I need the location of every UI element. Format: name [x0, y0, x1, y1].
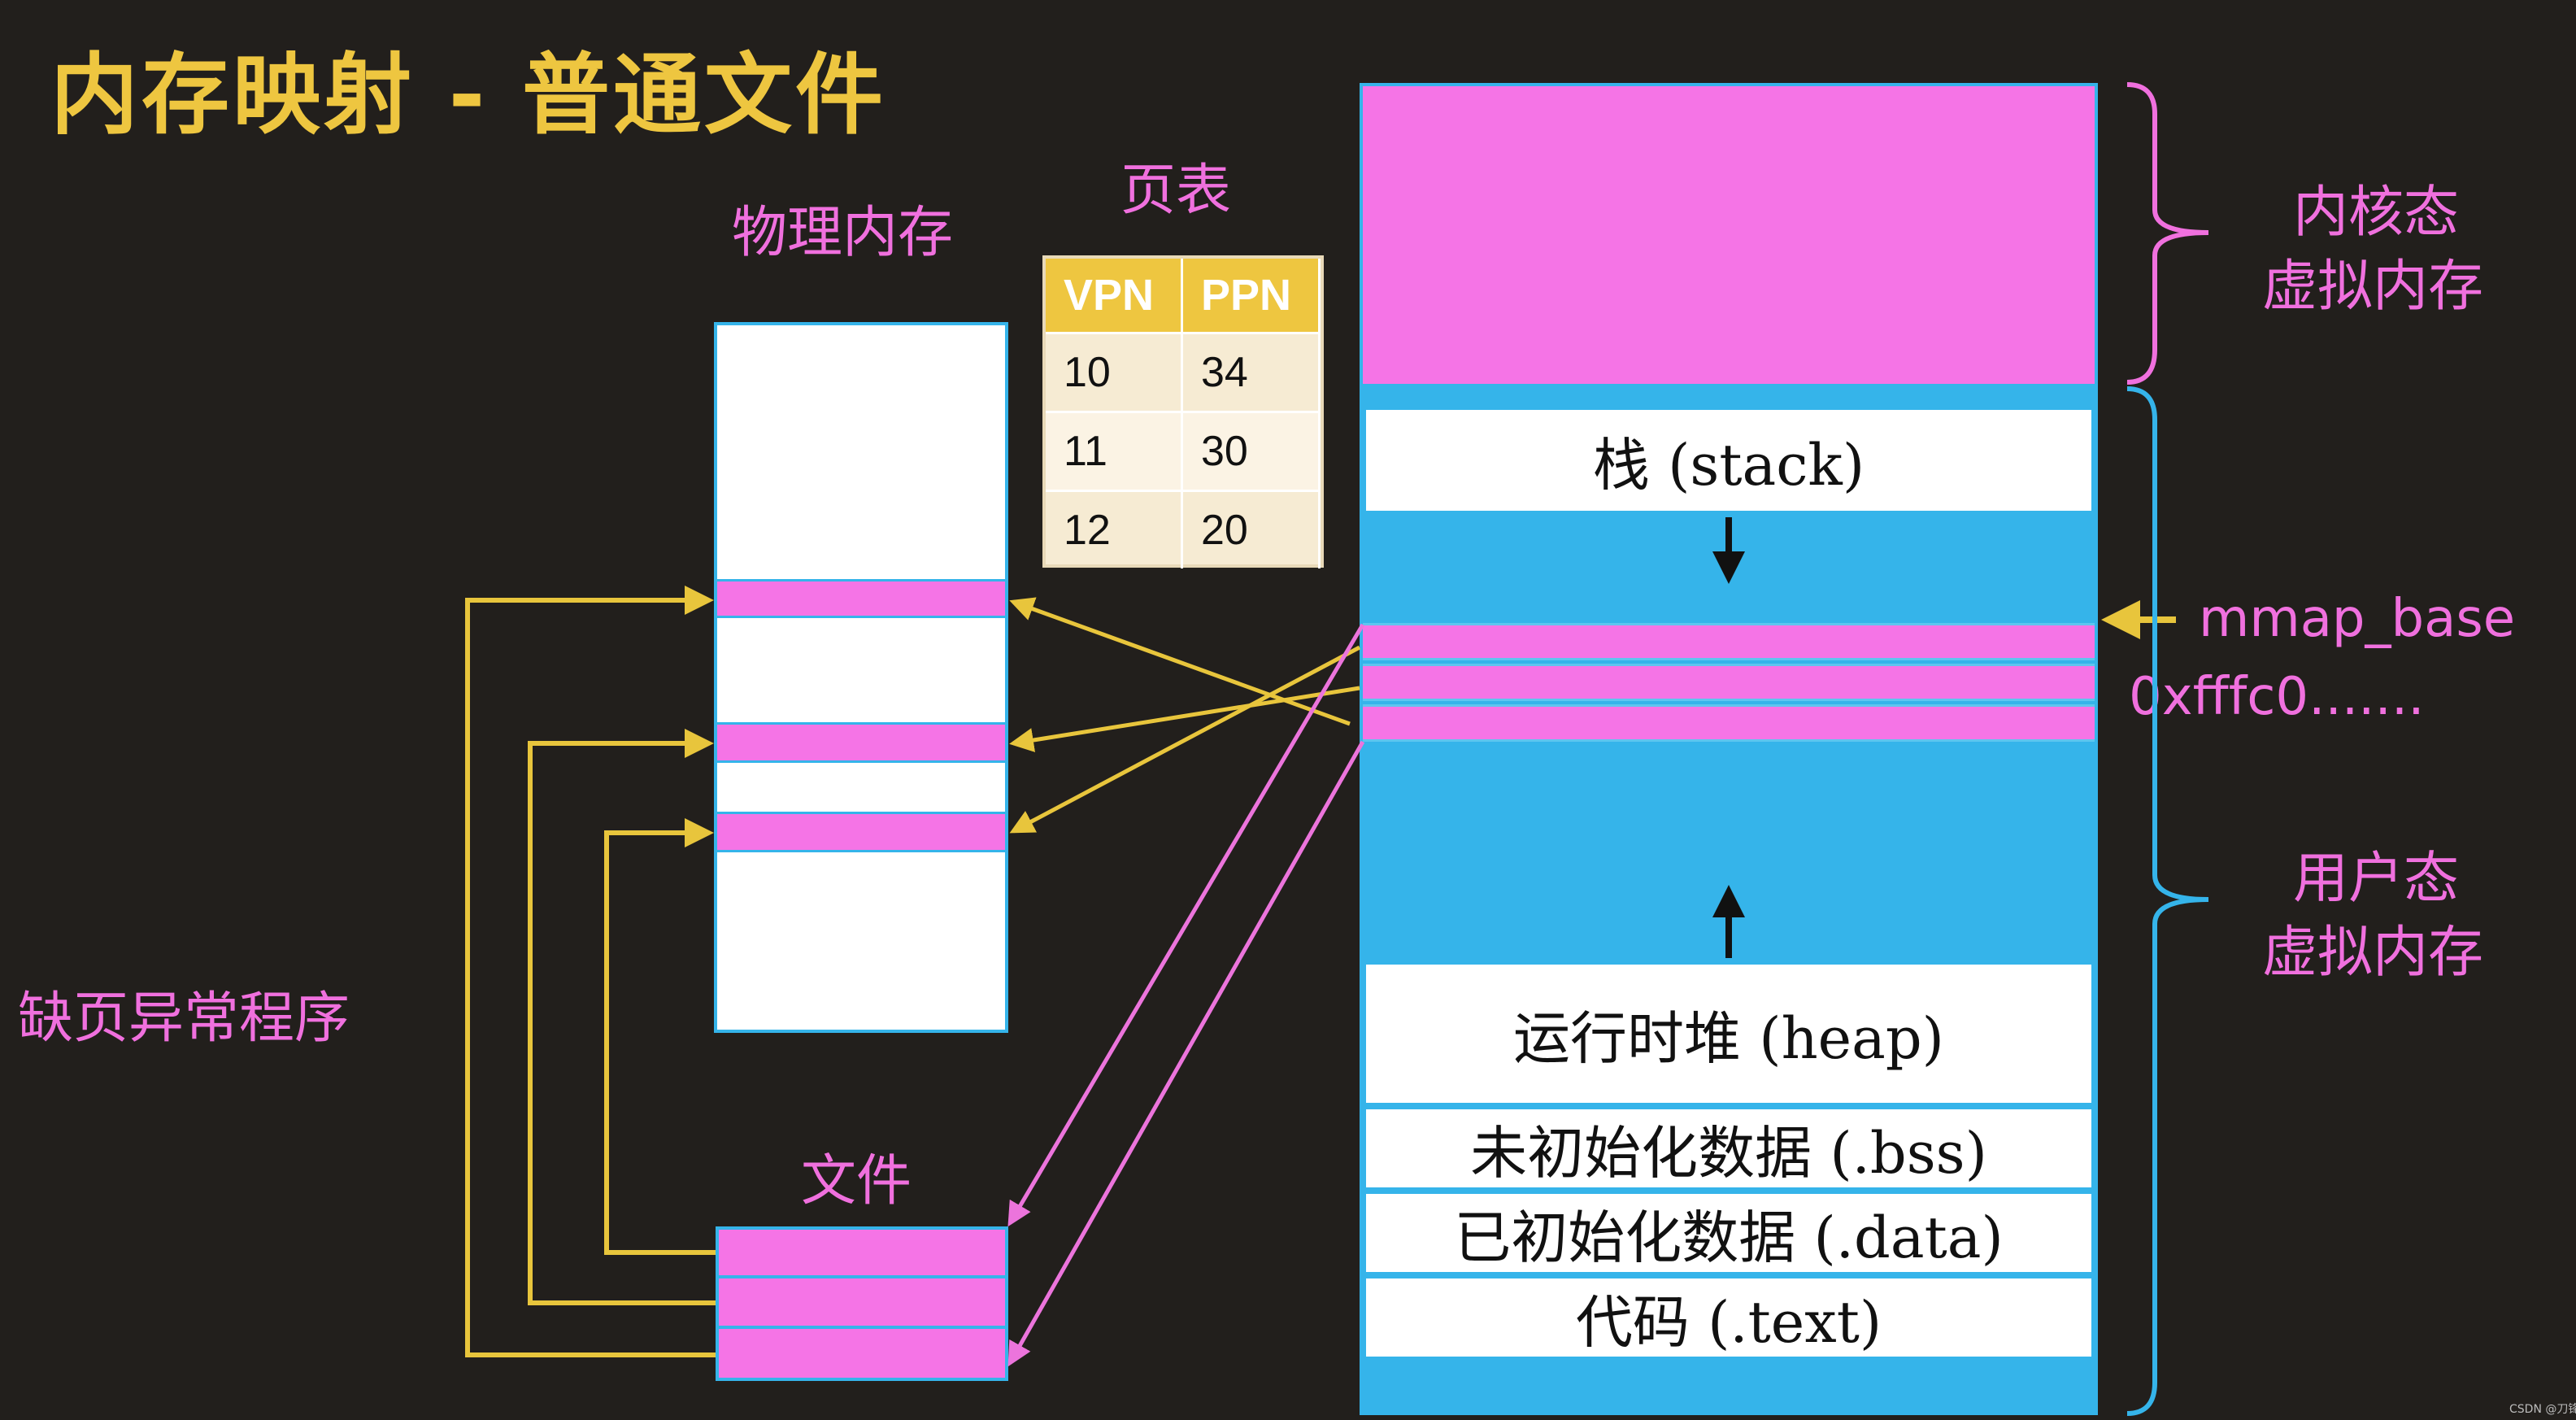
page-table-label: 页表: [1120, 159, 1232, 223]
physical-memory-label: 物理内存: [732, 201, 954, 265]
page-table-cell-vpn: 12: [1046, 492, 1183, 568]
page-table: VPN PPN 10 34 11 30 12 20: [1042, 255, 1324, 568]
physical-page-3: [717, 812, 1005, 852]
mmap-base-label: mmap_base: [2199, 589, 2516, 649]
file-arrow-1: [1007, 623, 1365, 1227]
map-arrow-2: [1009, 686, 1360, 752]
file-mapping-arrows: [1007, 623, 1365, 1367]
kernel-space-block: [1363, 86, 2095, 384]
kernel-label-line1: 内核态: [2293, 181, 2460, 245]
page-table-header-vpn: VPN: [1046, 259, 1183, 332]
text-segment: 代码 (.text): [1366, 1278, 2091, 1357]
page-table-cell-ppn: 34: [1183, 334, 1321, 411]
physical-page-2: [717, 722, 1005, 763]
page-table-header: VPN PPN: [1046, 259, 1321, 332]
fault-arrow-1: [465, 586, 716, 1357]
user-label-line1: 用户态: [2293, 847, 2460, 911]
page-title: 内存映射 - 普通文件: [50, 45, 887, 146]
physical-page-1: [717, 579, 1005, 618]
mmap-page-2: [1363, 664, 2095, 701]
kernel-label-line2: 虚拟内存: [2262, 255, 2484, 319]
user-label-line2: 虚拟内存: [2262, 921, 2484, 985]
address-label: 0xfffc0.......: [2129, 667, 2425, 727]
file-divider: [719, 1275, 1005, 1278]
file-arrow-2: [1007, 740, 1365, 1367]
stack-segment: 栈 (stack): [1366, 410, 2091, 511]
mmap-page-1: [1363, 623, 2095, 660]
fault-arrow-3: [604, 818, 716, 1255]
file-block: [716, 1226, 1008, 1381]
mmap-page-3: [1363, 704, 2095, 742]
page-table-cell-ppn: 20: [1183, 492, 1321, 568]
map-arrow-3: [1009, 645, 1361, 834]
page-table-header-ppn: PPN: [1183, 259, 1321, 332]
kernel-brace: [2126, 82, 2209, 385]
page-table-row: 12 20: [1046, 490, 1321, 568]
page-table-cell-vpn: 11: [1046, 413, 1183, 490]
data-segment: 已初始化数据 (.data): [1366, 1194, 2091, 1272]
mapping-arrows: [1009, 597, 1361, 834]
page-table-row: 10 34: [1046, 332, 1321, 411]
user-brace: [2126, 386, 2209, 1416]
bss-segment: 未初始化数据 (.bss): [1366, 1109, 2091, 1187]
file-divider: [719, 1326, 1005, 1329]
page-table-row: 11 30: [1046, 411, 1321, 490]
watermark: CSDN @刀锋: [2509, 1403, 2576, 1416]
heap-segment: 运行时堆 (heap): [1366, 965, 2091, 1103]
fault-arrow-2: [528, 729, 716, 1305]
page-table-cell-ppn: 30: [1183, 413, 1321, 490]
page-fault-handler-label: 缺页异常程序: [18, 987, 350, 1051]
file-label: 文件: [801, 1149, 912, 1213]
map-arrow-1: [1009, 597, 1351, 726]
physical-memory-block: [714, 322, 1008, 1033]
page-table-cell-vpn: 10: [1046, 334, 1183, 411]
page-fault-arrows: [465, 586, 716, 1357]
